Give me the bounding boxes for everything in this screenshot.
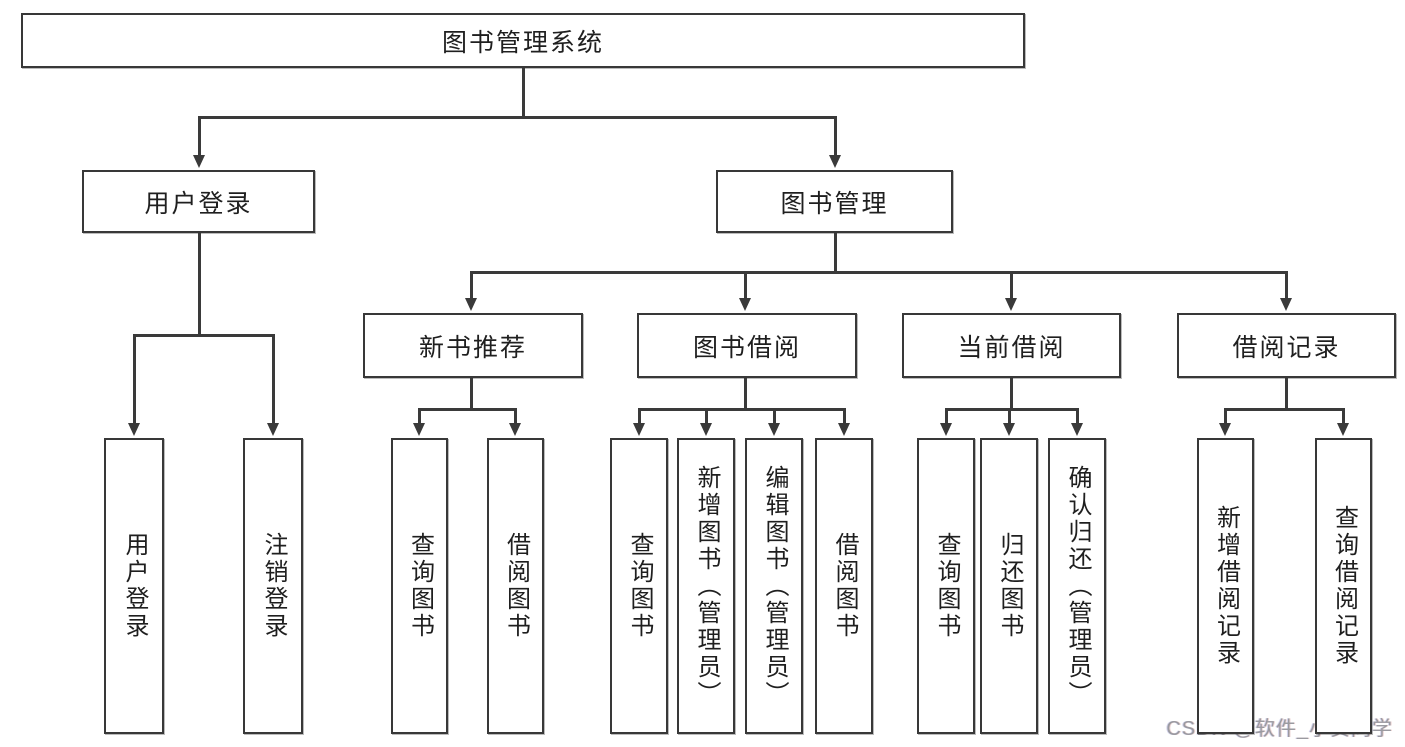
node-return-books: 归还图书 <box>980 438 1038 734</box>
arrow-down-icon <box>739 298 751 311</box>
connector-bar-book-management <box>469 270 1288 274</box>
node-book-borrowing: 图书借阅 <box>637 313 857 378</box>
arrow-shaft <box>469 272 473 300</box>
arrow-down-icon <box>267 423 279 436</box>
node-user-login-action: 用户登录 <box>104 438 164 734</box>
arrow-down-icon <box>838 423 850 436</box>
arrow-down-icon <box>829 155 841 168</box>
arrow-shaft <box>637 409 641 425</box>
node-user-login: 用户登录 <box>82 170 315 233</box>
arrow-shaft <box>772 409 776 425</box>
node-current-borrowing: 当前借阅 <box>902 313 1121 378</box>
node-query-books-borrowing: 查询图书 <box>610 438 668 734</box>
connector-bar-borrowing-records <box>1223 407 1345 411</box>
arrow-shaft <box>842 409 846 425</box>
connector-bar-user-login <box>132 333 275 337</box>
node-borrow-books: 借阅图书 <box>815 438 873 734</box>
arrow-down-icon <box>128 423 140 436</box>
arrow-shaft <box>1341 409 1345 425</box>
node-root: 图书管理系统 <box>21 13 1025 68</box>
node-add-books-admin: 新增图书（管理员） <box>677 438 735 734</box>
connector-stem-user-login <box>197 233 201 335</box>
arrow-down-icon <box>509 423 521 436</box>
arrow-shaft <box>1075 409 1079 425</box>
arrow-down-icon <box>940 423 952 436</box>
arrow-down-icon <box>1337 423 1349 436</box>
node-confirm-return-admin: 确认归还（管理员） <box>1048 438 1106 734</box>
arrow-shaft <box>1007 409 1011 425</box>
connector-stem-current-borrowing <box>1009 378 1013 409</box>
arrow-shaft <box>1223 409 1227 425</box>
arrow-down-icon <box>1005 298 1017 311</box>
node-new-book-recommend: 新书推荐 <box>363 313 583 378</box>
node-add-borrowing-record: 新增借阅记录 <box>1197 438 1254 734</box>
node-logout-action: 注销登录 <box>243 438 303 734</box>
arrow-down-icon <box>700 423 712 436</box>
arrow-shaft <box>1009 272 1013 300</box>
node-query-books-current: 查询图书 <box>917 438 975 734</box>
arrow-shaft <box>271 335 275 425</box>
arrow-down-icon <box>768 423 780 436</box>
connector-bar-current-borrowing <box>944 407 1079 411</box>
arrow-down-icon <box>413 423 425 436</box>
connector-stem-borrowing-records <box>1284 378 1288 409</box>
connector-stem-new-book-recommend <box>469 378 473 409</box>
connector-stem-book-borrowing <box>743 378 747 409</box>
connector-stem-root <box>521 68 525 117</box>
arrow-shaft <box>944 409 948 425</box>
node-book-management: 图书管理 <box>716 170 953 233</box>
arrow-shaft <box>132 335 136 425</box>
arrow-shaft <box>743 272 747 300</box>
arrow-down-icon <box>633 423 645 436</box>
connector-bar-root <box>197 115 837 119</box>
arrow-down-icon <box>465 298 477 311</box>
node-query-books-recommend: 查询图书 <box>391 438 448 734</box>
arrow-shaft <box>513 409 517 425</box>
arrow-shaft <box>417 409 421 425</box>
connector-bar-new-book-recommend <box>417 407 517 411</box>
node-query-borrowing-record: 查询借阅记录 <box>1315 438 1372 734</box>
node-edit-books-admin: 编辑图书（管理员） <box>745 438 803 734</box>
arrow-shaft <box>197 117 201 157</box>
arrow-down-icon <box>1003 423 1015 436</box>
node-borrowing-records: 借阅记录 <box>1177 313 1396 378</box>
arrow-shaft <box>833 117 837 157</box>
connector-bar-book-borrowing <box>637 407 846 411</box>
arrow-shaft <box>1284 272 1288 300</box>
arrow-down-icon <box>1280 298 1292 311</box>
node-borrow-books-recommend: 借阅图书 <box>487 438 544 734</box>
arrow-down-icon <box>1219 423 1231 436</box>
connector-stem-book-management <box>833 233 837 272</box>
arrow-down-icon <box>1071 423 1083 436</box>
arrow-down-icon <box>193 155 205 168</box>
arrow-shaft <box>704 409 708 425</box>
